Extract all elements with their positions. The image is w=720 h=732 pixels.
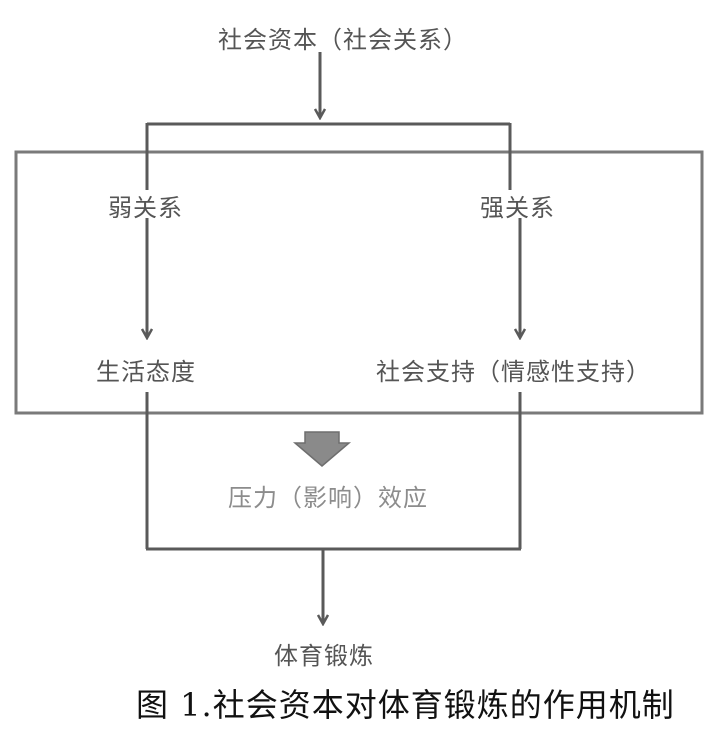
node-pressure-effect: 压力（影响）效应 <box>228 484 428 512</box>
node-physical-exercise: 体育锻炼 <box>274 642 374 670</box>
figure-caption: 图 1.社会资本对体育锻炼的作用机制 <box>136 686 675 724</box>
pressure-block-arrow <box>292 431 352 467</box>
context-box <box>14 150 704 415</box>
node-social-capital: 社会资本（社会关系） <box>218 26 468 54</box>
node-life-attitude: 生活态度 <box>96 358 196 386</box>
node-social-support: 社会支持（情感性支持） <box>376 358 651 386</box>
node-weak-tie: 弱关系 <box>108 194 183 222</box>
node-strong-tie: 强关系 <box>480 194 555 222</box>
